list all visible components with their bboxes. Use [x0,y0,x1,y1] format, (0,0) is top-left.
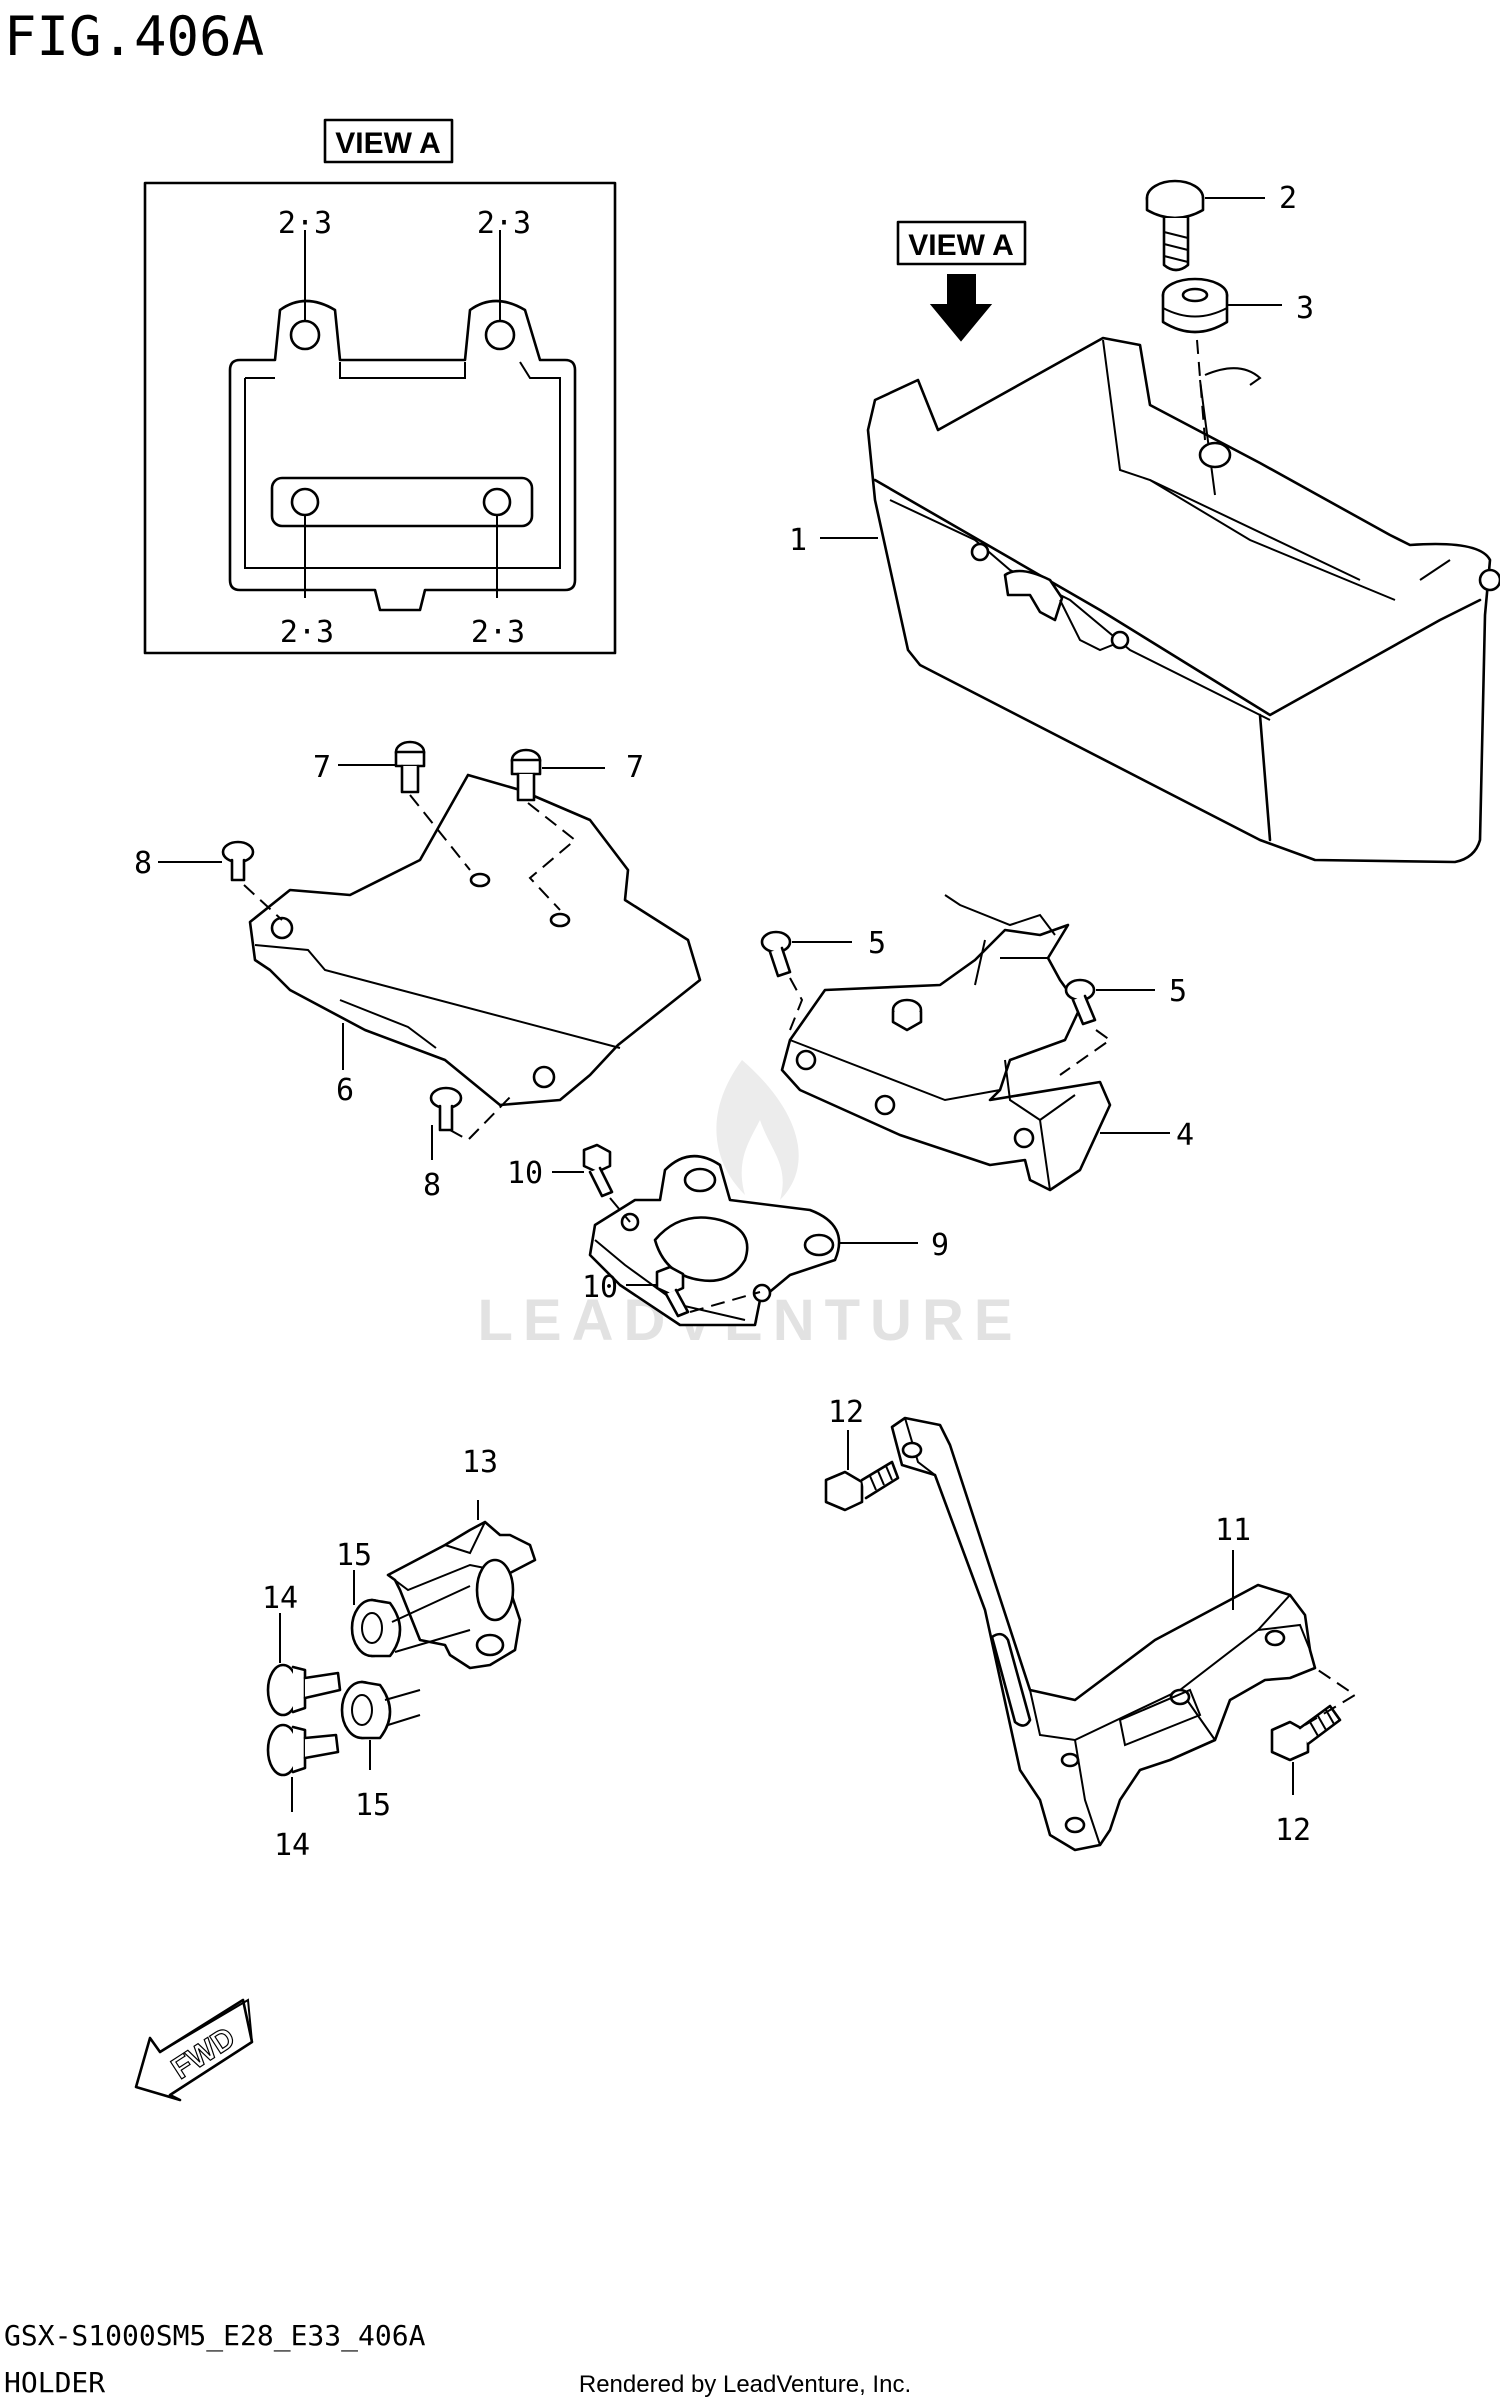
view-a-label-box [323,118,454,164]
tray-top-view [228,230,577,612]
part-11-stay [890,1416,1317,1852]
part-10-screw-upper [582,1143,614,1198]
callout-15-lower: 15 [355,1788,391,1823]
part-9-mounting-plate [588,1154,841,1327]
callout-6: 6 [336,1073,354,1108]
callout-12-upper: 12 [828,1395,864,1430]
part-5-screw-left [760,930,792,978]
callout-11: 11 [1215,1513,1251,1548]
part-2-bolt [1145,179,1205,272]
view-a-arrow-label: VIEW A [908,229,1014,262]
group-name: HOLDER [4,2366,105,2399]
callout-12-lower: 12 [1275,1813,1311,1848]
callout-2: 2 [1279,181,1297,216]
part-1-battery-tray [866,336,1500,864]
callout-10-lower: 10 [582,1270,618,1305]
callout-4: 4 [1176,1118,1194,1153]
callout-9: 9 [931,1228,949,1263]
view-a-inset-label: VIEW A [335,127,441,160]
view-a-frame [143,181,617,655]
callout-7-right: 7 [626,750,644,785]
part-12-bolt-lower [1270,1704,1342,1762]
callout-8-lower: 8 [423,1168,441,1203]
part-10-screw-lower [655,1265,690,1318]
callout-5-right: 5 [1169,974,1187,1009]
down-arrow-icon [929,274,993,342]
part-7-screw-left [394,740,426,794]
callout-7-left: 7 [313,750,331,785]
callout-14-lower: 14 [274,1828,310,1863]
part-13-bracket [386,1520,537,1670]
callout-3: 3 [1296,291,1314,326]
part-14-screw-upper [266,1663,342,1717]
part-12-bolt-upper [824,1460,900,1512]
inset-callout-2-3-bottom-right: 2·3 [471,615,525,650]
callout-10-upper: 10 [507,1156,543,1191]
part-15-collar-lower [340,1680,392,1740]
view-a-arrow: VIEW A [896,220,1027,342]
callout-8-upper: 8 [134,846,152,881]
callout-1: 1 [789,523,807,558]
part-6-plate [248,773,702,1107]
callout-5-left: 5 [868,926,886,961]
part-15-collar-upper [350,1598,402,1658]
part-14-screw-lower [266,1723,340,1777]
model-code: GSX-S1000SM5_E28_E33_406A [4,2319,426,2353]
callout-13: 13 [462,1445,498,1480]
fwd-arrow-icon: FWD [134,1998,254,2102]
part-5-screw-right [1064,978,1097,1026]
part-4-bracket [780,894,1112,1192]
part-3-grommet [1161,277,1229,334]
inset-callout-2-3-top-right: 2·3 [477,206,531,241]
render-credit: Rendered by LeadVenture, Inc. [579,2371,911,2398]
inset-callout-2-3-top-left: 2·3 [278,206,332,241]
view-a-inset: VIEW A 2·3 2·3 2·3 2·3 [143,118,617,655]
callout-15-upper: 15 [336,1538,372,1573]
part-7-screw-right [510,748,542,802]
inset-callout-2-3-bottom-left: 2·3 [280,615,334,650]
part-8-screw-lower [429,1086,463,1132]
callout-14-upper: 14 [262,1581,298,1616]
figure-title: FIG.406A [4,5,264,68]
watermark-flame-icon [716,1060,799,1200]
part-8-screw-upper [221,840,255,882]
